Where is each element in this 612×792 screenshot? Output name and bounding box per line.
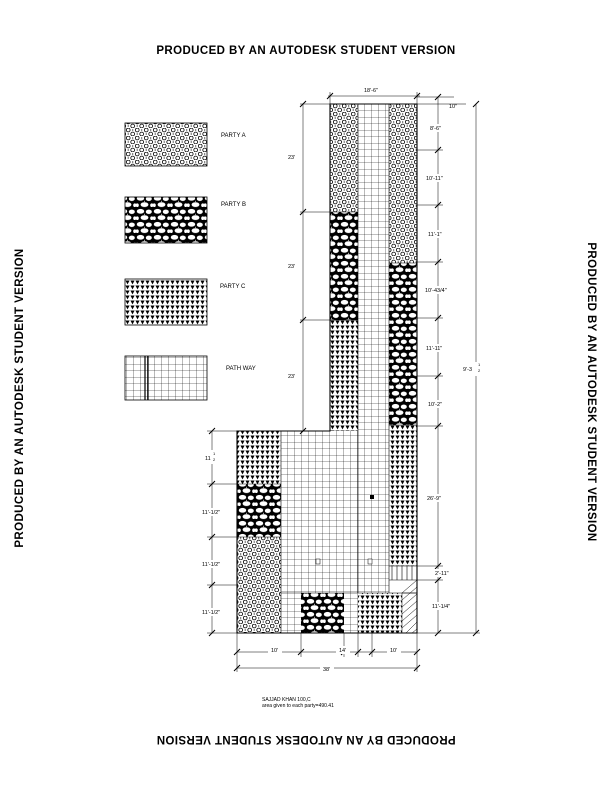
dim-bottom-1: 10' [271,648,278,654]
legend-swatch-party-a [124,122,208,167]
dim-left-upper-2: 23' [288,264,295,270]
legend: PARTY A PARTY B PARTY C PATH WAY [124,122,256,401]
dimension-lines [207,92,480,672]
dim-left-upper-1: 23' [288,155,295,161]
dim-left-lower-2: 11'-1/2" [202,510,220,516]
dim-right-4: 10'-43/4" [425,288,447,294]
region-party-c-left [330,320,358,431]
dim-left-lower-3: 11'-1/2" [202,562,220,568]
dim-top-width: 18'-6" [364,88,378,94]
plan-regions [236,103,418,634]
dimension-labels: 18'-6" 10" 23' 23' 23' 11 1 2 11'-1/2" 1… [200,86,486,673]
region-party-c-lower-left [237,431,281,484]
region-pathway-vertical [358,104,389,567]
dim-top-right-small: 10" [449,104,457,110]
legend-swatch-pathway [124,355,208,401]
dim-bottom-total: 38' [323,667,330,673]
region-party-b-lower-left [237,484,281,537]
legend-label-pathway: PATH WAY [226,366,256,372]
dim-right-9: 11'-1/4" [432,604,450,610]
region-party-b-bottom [301,593,344,633]
dimension-ticks [208,92,480,672]
dim-overall-height-den: 2 [478,368,481,373]
dim-right-8: 2'-11" [435,571,449,577]
legend-label-party-a: PARTY A [221,133,246,139]
dim-overall-height-num: 1 [478,362,481,367]
dim-right-5: 11'-11" [426,346,442,352]
author-note-line2: area given to each party=490.41 [262,703,334,709]
dim-left-lower-first-num: 1 [213,451,216,456]
legend-label-party-c: PARTY C [220,284,246,290]
dim-right-2: 10'-11" [426,176,443,182]
region-pathway-lower [281,431,358,593]
dim-left-upper-3: 23' [288,374,295,380]
dim-right-7: 26'-9" [427,496,441,502]
dim-right-1: 8'-6" [430,126,441,132]
region-party-c-right [389,425,417,566]
dim-right-3: 11'-1" [428,232,442,238]
legend-label-party-b: PARTY B [221,202,246,208]
dim-left-lower-4: 11'-1/2" [202,610,220,616]
dim-bottom-3: 10' [390,648,397,654]
region-party-b-right [389,263,417,425]
dim-bottom-2: 14' [339,648,346,654]
region-party-a-right [389,104,417,263]
region-party-b-left [330,212,358,320]
dim-overall-height: 9'-3 [463,367,472,373]
legend-swatch-party-b [124,196,208,244]
dim-left-lower-first: 11 [205,456,211,462]
dim-right-6: 10'-2" [428,402,442,408]
author-note: SAJJAD KHAN 100,C area given to each par… [262,697,334,709]
author-note-line1: SAJJAD KHAN 100,C [262,697,311,703]
region-party-a-lower-left [237,537,281,633]
region-party-c-bottom [358,593,402,633]
legend-swatch-party-c [124,278,208,326]
watermark-top: PRODUCED BY AN AUTODESK STUDENT VERSION [156,45,456,57]
dim-left-lower-first-den: 2 [213,457,216,462]
region-party-a-top-left [330,104,358,212]
